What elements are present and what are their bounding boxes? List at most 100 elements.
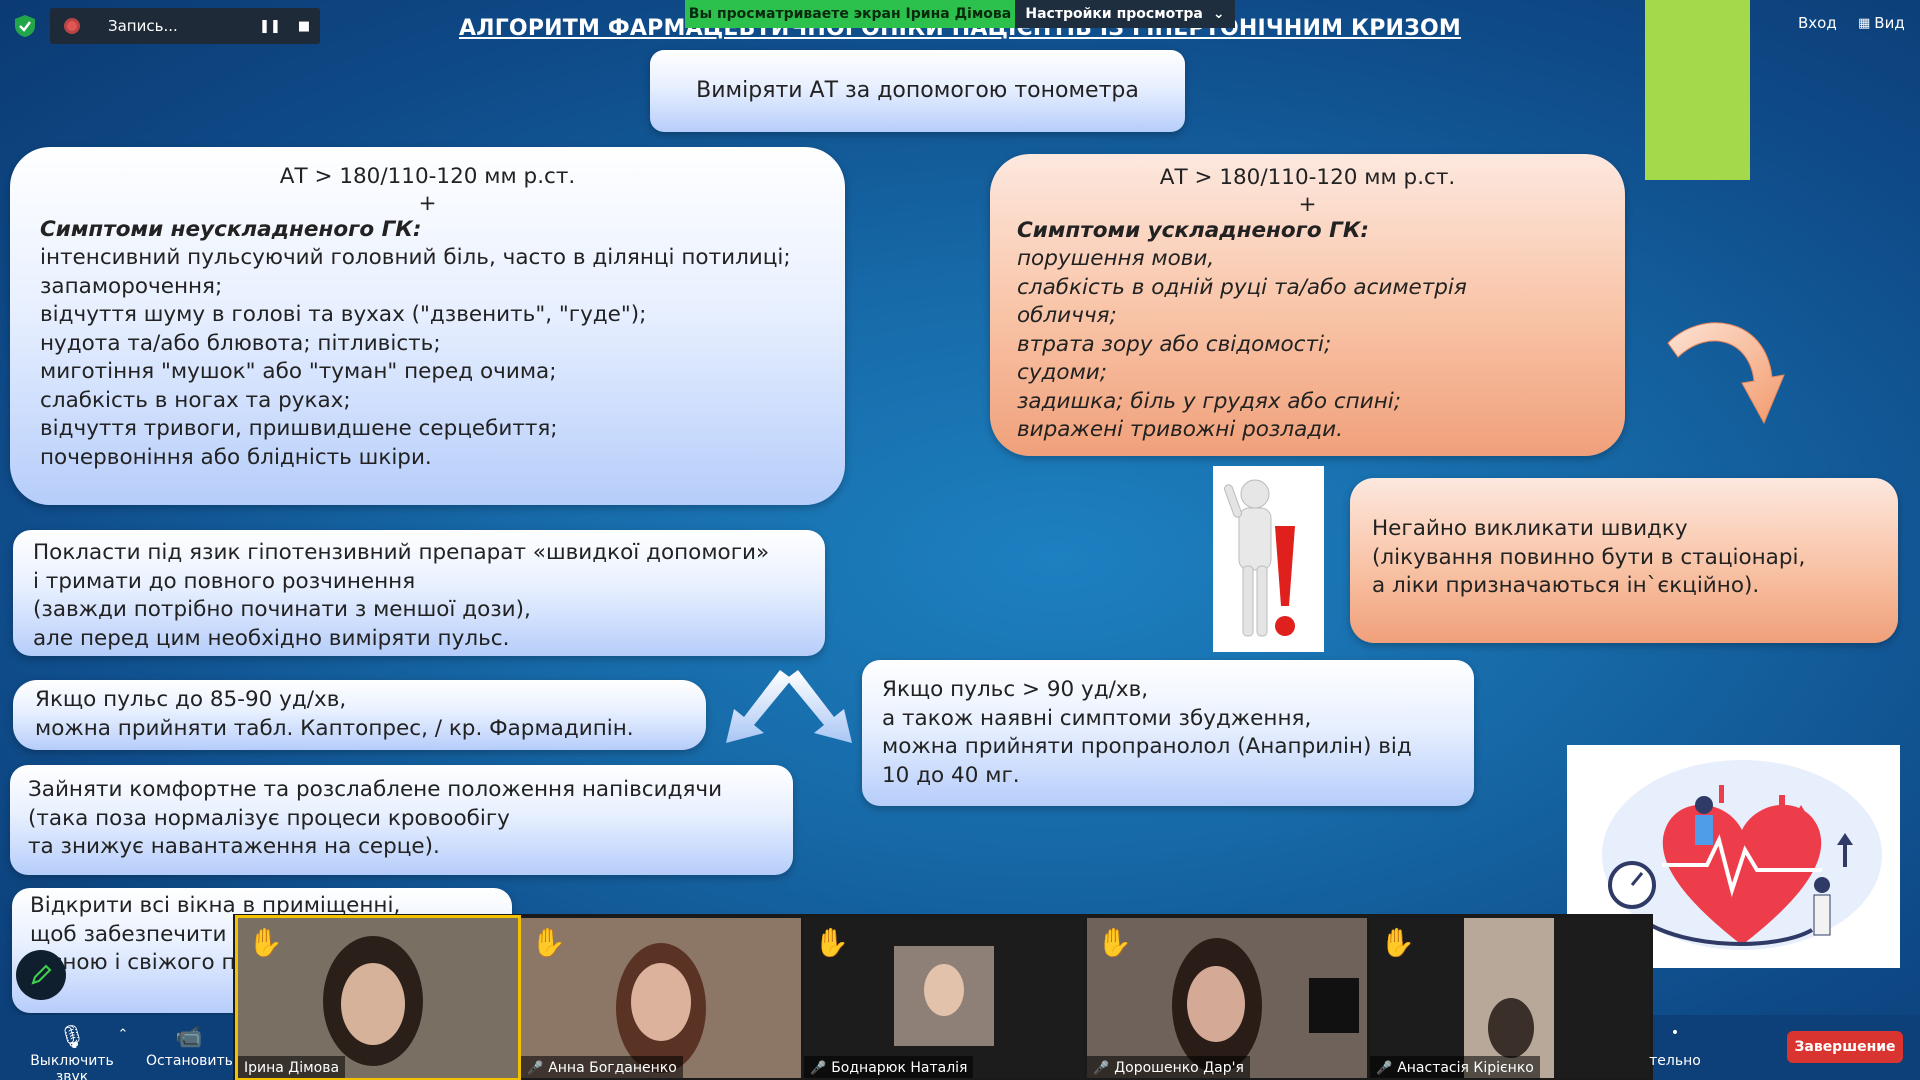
shared-slide: АЛГОРИТМ ФАРМАЦЕВТИЧНОЇ ОПІКИ ПАЦІЄНТІВ …	[0, 0, 1920, 1015]
grid-view-icon: ▦	[1858, 15, 1871, 31]
person-exclamation-icon	[1224, 479, 1295, 637]
microphone-icon: 🎙	[58, 1025, 86, 1050]
mute-button[interactable]: 🎙 Выключить звук	[12, 1025, 132, 1080]
stop-recording-button[interactable]: ■	[297, 18, 311, 34]
sublingual-line: (завжди потрібно починати з меншої дози)…	[33, 597, 531, 622]
sublingual-line: але перед цим необхідно виміряти пульс.	[33, 625, 510, 651]
raised-hand-icon: ✋	[1380, 926, 1415, 959]
sublingual-box: Покласти під язик гіпотензивний препарат…	[13, 530, 825, 656]
participant-tile[interactable]: ✋ 🎤 Анастасія Кірієнко	[1370, 918, 1650, 1078]
participant-tile[interactable]: ✋ 🎤 Боднарюк Наталія	[804, 918, 1084, 1078]
participant-video-face	[1488, 998, 1534, 1058]
uncomplicated-line: слабкість в ногах та руках;	[40, 387, 351, 413]
meeting-toolbar: 🎙 Выключить звук ⌃ 📹 Остановить • тельно	[0, 1015, 1920, 1080]
branch-arrows-icon	[726, 670, 852, 743]
participant-name-tag: 🎤 Боднарюк Наталія	[804, 1056, 974, 1078]
audio-options-chevron[interactable]: ⌃	[114, 1027, 132, 1055]
call-ambulance-box: Негайно викликати швидку (лікування пови…	[1350, 478, 1898, 643]
pencil-icon	[31, 964, 52, 985]
complicated-line: порушення мови,	[1017, 246, 1215, 271]
uncomplicated-line: почервоніння або блідність шкіри.	[40, 444, 432, 470]
raised-hand-icon: ✋	[531, 926, 566, 959]
participant-name-tag: 🎤 Анна Богданенко	[521, 1056, 683, 1078]
background-tv	[1309, 978, 1359, 1033]
complicated-line: судоми;	[1017, 360, 1107, 385]
stop-video-label: Остановить	[146, 1053, 233, 1069]
participants-strip: ✋ Ірина Дімова ✋ 🎤 Анна Богданенко ✋ 🎤 Б…	[233, 914, 1653, 1080]
complicated-line: виражені тривожні розлади.	[1017, 417, 1343, 442]
raised-hand-icon: ✋	[1097, 926, 1132, 959]
ambulance-line: (лікування повинно бути в стаціонарі,	[1372, 544, 1806, 570]
measure-bp-box: Виміряти АТ за допомогою тонометра	[650, 50, 1185, 132]
pulse-high-box: Якщо пульс > 90 уд/хв, а також наявні си…	[862, 660, 1474, 806]
participant-tile[interactable]: ✋ 🎤 Дорошенко Дар'я	[1087, 918, 1367, 1078]
decorative-green-rect	[1645, 0, 1750, 180]
warning-figure-image	[1213, 466, 1324, 652]
partial-label: тельно	[1649, 1053, 1701, 1069]
complicated-line: обличчя;	[1017, 303, 1117, 328]
participant-tile[interactable]: ✋ 🎤 Анна Богданенко	[521, 918, 801, 1078]
recording-dot-icon	[64, 18, 80, 34]
body-position-box: Зайняти комфортне та розслаблене положен…	[10, 765, 793, 875]
view-settings-label: Настройки просмотра	[1025, 6, 1203, 22]
view-button[interactable]: ▦ Вид	[1858, 14, 1905, 32]
mic-off-icon: 🎤	[527, 1060, 544, 1076]
complicated-crisis-box: АТ > 180/110-120 мм р.ст. + Симптоми уск…	[990, 154, 1625, 456]
end-meeting-button[interactable]: Завершение	[1787, 1031, 1903, 1063]
chevron-up-icon: ⌃	[117, 1027, 129, 1042]
windows-line: ...сною і свіжого п...	[30, 950, 257, 975]
screen-share-banner: Вы просматриваете экран Ірина Дімова	[685, 0, 1015, 28]
sublingual-line: Покласти під язик гіпотензивний препарат…	[33, 540, 770, 565]
participant-name: Боднарюк Наталія	[831, 1060, 968, 1076]
participant-name: Анастасія Кірієнко	[1397, 1060, 1534, 1076]
login-button[interactable]: Вход	[1798, 14, 1837, 32]
position-line: та знижує навантаження на серце).	[28, 834, 440, 859]
participant-tile[interactable]: ✋ Ірина Дімова	[235, 915, 521, 1080]
recording-indicator: Запись... ❚❚ ■	[50, 8, 320, 44]
participant-video-face	[631, 963, 691, 1041]
position-line: Зайняти комфортне та розслаблене положен…	[28, 777, 723, 802]
view-settings-button[interactable]: Настройки просмотра ⌄	[1015, 0, 1235, 28]
complicated-heading: Симптоми ускладненого ГК:	[1017, 217, 1370, 243]
pulse-low-line: можна прийняти табл. Каптопрес, / кр. Фа…	[35, 715, 634, 741]
stop-video-button[interactable]: 📹 Остановить	[146, 1025, 233, 1069]
complicated-line: втрата зору або свідомості;	[1017, 331, 1332, 357]
participant-name: Анна Богданенко	[548, 1060, 677, 1076]
participant-video-face	[1187, 966, 1245, 1042]
curved-arrow-icon	[1667, 322, 1785, 425]
more-options-button[interactable]: • тельно	[1640, 1025, 1710, 1069]
uncomplicated-line: миготіння "мушок" або "туман" перед очим…	[40, 359, 557, 384]
chevron-down-icon: ⌄	[1212, 6, 1225, 22]
windows-line: щоб забезпечити	[30, 921, 227, 947]
annotate-pen-button[interactable]	[16, 950, 66, 1000]
participant-video	[1464, 918, 1554, 1078]
uncomplicated-line: відчуття тривоги, пришвидшене серцебиття…	[40, 416, 558, 441]
video-camera-icon: 📹	[175, 1025, 203, 1050]
participant-avatar	[894, 946, 994, 1046]
avatar-face	[924, 964, 964, 1016]
heart-illustration	[1567, 745, 1900, 968]
pause-recording-button[interactable]: ❚❚	[259, 18, 281, 34]
recording-label: Запись...	[108, 17, 178, 35]
pulse-low-box: Якщо пульс до 85-90 уд/хв, можна прийнят…	[13, 680, 706, 750]
pulse-low-line: Якщо пульс до 85-90 уд/хв,	[35, 687, 347, 712]
measure-bp-text: Виміряти АТ за допомогою тонометра	[696, 77, 1139, 103]
security-shield-icon[interactable]	[12, 13, 38, 39]
uncomplicated-crisis-box: АТ > 180/110-120 мм р.ст. + Симптоми неу…	[10, 147, 845, 505]
mute-label: Выключить звук	[30, 1053, 114, 1080]
participant-name-tag: 🎤 Анастасія Кірієнко	[1370, 1056, 1540, 1078]
uncomplicated-plus: +	[418, 190, 437, 216]
participant-name: Ірина Дімова	[244, 1060, 340, 1076]
mic-off-icon: 🎤	[1376, 1060, 1393, 1076]
uncomplicated-line: запаморочення;	[40, 273, 223, 299]
ambulance-line: а ліки призначаються ін`єкційно).	[1372, 573, 1760, 598]
uncomplicated-line: нудота та/або блювота; пітливість;	[40, 330, 441, 356]
uncomplicated-line: відчуття шуму в голові та вухах ("дзвени…	[40, 302, 647, 327]
windows-line: Відкрити всі вікна в приміщенні,	[30, 893, 401, 918]
complicated-line: слабкість в одній руці та/або асиметрія	[1017, 274, 1467, 300]
uncomplicated-line: інтенсивний пульсуючий головний біль, ча…	[40, 245, 791, 270]
more-icon: •	[1670, 1025, 1680, 1041]
pulse-high-line: можна прийняти пропранолол (Анаприлін) в…	[882, 734, 1412, 759]
sublingual-line: і тримати до повного розчинення	[33, 568, 416, 594]
position-line: (така поза нормалізує процеси кровообігу	[28, 805, 510, 831]
